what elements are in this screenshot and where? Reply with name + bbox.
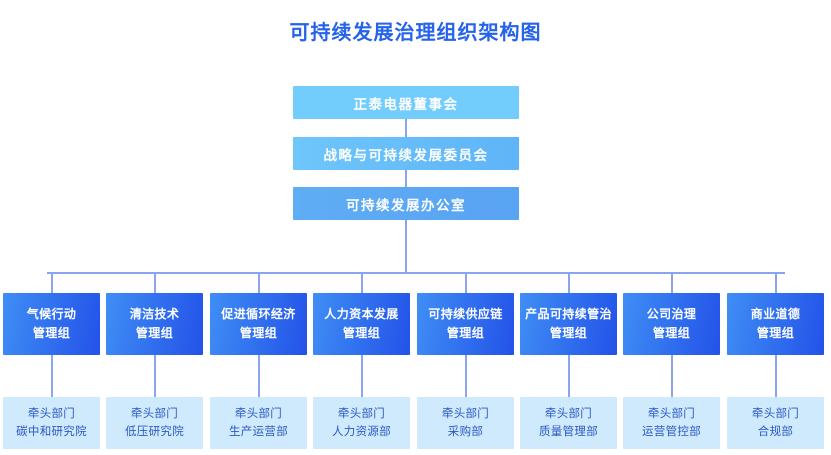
connector-group-to-lead — [50, 355, 53, 397]
node-label-line2: 管理组 — [652, 326, 691, 340]
node-label-line1: 牵头部门 — [544, 408, 593, 420]
node-label-line2: 管理组 — [239, 326, 278, 340]
connector-bus-to-group — [50, 272, 53, 293]
node-lead-department[interactable]: 牵头部门合规部 — [727, 397, 824, 449]
connector-group-to-lead — [670, 355, 673, 397]
node-label-line2: 管理组 — [446, 326, 485, 340]
connector-group-to-lead — [360, 355, 363, 397]
node-management-group[interactable]: 气候行动管理组 — [3, 293, 100, 355]
node-label-line2: 人力资源部 — [332, 426, 391, 438]
node-label-line2: 合规部 — [757, 426, 794, 438]
node-lead-department[interactable]: 牵头部门生产运营部 — [210, 397, 307, 449]
node-label-line1: 可持续供应链 — [428, 307, 503, 321]
node-sustainability-office[interactable]: 可持续发展办公室 — [293, 187, 519, 220]
node-lead-department[interactable]: 牵头部门采购部 — [417, 397, 514, 449]
connector-bus-to-group — [464, 272, 467, 293]
node-label-line2: 采购部 — [447, 426, 484, 438]
node-label-line1: 气候行动 — [26, 307, 77, 321]
node-board-of-directors[interactable]: 正泰电器董事会 — [293, 86, 519, 119]
node-management-group[interactable]: 公司治理管理组 — [623, 293, 720, 355]
node-label-line2: 碳中和研究院 — [16, 426, 87, 438]
node-management-group[interactable]: 人力资本发展管理组 — [313, 293, 410, 355]
node-management-group[interactable]: 可持续供应链管理组 — [417, 293, 514, 355]
connector-bus-to-group — [257, 272, 260, 293]
connector-group-to-lead — [774, 355, 777, 397]
connector-bus-to-group — [153, 272, 156, 293]
node-label-line2: 管理组 — [32, 326, 71, 340]
connector-bus-to-group — [567, 272, 570, 293]
node-lead-department[interactable]: 牵头部门质量管理部 — [520, 397, 617, 449]
node-lead-department[interactable]: 牵头部门低压研究院 — [106, 397, 203, 449]
node-label-line1: 牵头部门 — [751, 408, 800, 420]
connector-committee-to-office — [405, 170, 407, 187]
node-management-group[interactable]: 商业道德管理组 — [727, 293, 824, 355]
node-label-line2: 管理组 — [342, 326, 381, 340]
connector-group-to-lead — [257, 355, 260, 397]
node-label-line1: 牵头部门 — [130, 408, 179, 420]
node-label-line1: 产品可持续管治 — [525, 307, 612, 321]
node-label: 正泰电器董事会 — [353, 96, 459, 112]
connector-horizontal-bus — [47, 272, 785, 274]
node-lead-department[interactable]: 牵头部门人力资源部 — [313, 397, 410, 449]
node-label-line1: 清洁技术 — [129, 307, 180, 321]
node-label-line1: 公司治理 — [646, 307, 697, 321]
page-title: 可持续发展治理组织架构图 — [289, 22, 542, 44]
connector-bus-to-group — [670, 272, 673, 293]
node-label: 战略与可持续发展委员会 — [323, 147, 489, 163]
node-label-line2: 管理组 — [549, 326, 588, 340]
node-label-line1: 牵头部门 — [441, 408, 490, 420]
node-label-line1: 牵头部门 — [234, 408, 283, 420]
node-label-line2: 生产运营部 — [229, 426, 288, 438]
node-strategy-sustainability-committee[interactable]: 战略与可持续发展委员会 — [293, 137, 519, 170]
connector-group-to-lead — [567, 355, 570, 397]
node-label-line1: 牵头部门 — [337, 408, 386, 420]
connector-group-to-lead — [153, 355, 156, 397]
node-label-line2: 低压研究院 — [125, 426, 184, 438]
connector-group-to-lead — [464, 355, 467, 397]
node-management-group[interactable]: 清洁技术管理组 — [106, 293, 203, 355]
node-label-line1: 人力资本发展 — [324, 307, 399, 321]
node-label: 可持续发展办公室 — [346, 197, 466, 213]
connector-bus-to-group — [360, 272, 363, 293]
node-label-line1: 商业道德 — [750, 307, 801, 321]
connector-office-to-bus — [405, 220, 407, 273]
connector-bus-to-group — [774, 272, 777, 293]
node-lead-department[interactable]: 牵头部门碳中和研究院 — [3, 397, 100, 449]
node-label-line1: 牵头部门 — [647, 408, 696, 420]
node-management-group[interactable]: 产品可持续管治管理组 — [520, 293, 617, 355]
node-label-line2: 管理组 — [135, 326, 174, 340]
node-label-line2: 运营管控部 — [642, 426, 701, 438]
node-label-line2: 管理组 — [756, 326, 795, 340]
node-management-group[interactable]: 促进循环经济管理组 — [210, 293, 307, 355]
node-label-line2: 质量管理部 — [539, 426, 598, 438]
node-label-line1: 牵头部门 — [27, 408, 76, 420]
node-lead-department[interactable]: 牵头部门运营管控部 — [623, 397, 720, 449]
connector-board-to-committee — [405, 119, 407, 137]
node-label-line1: 促进循环经济 — [221, 307, 296, 321]
